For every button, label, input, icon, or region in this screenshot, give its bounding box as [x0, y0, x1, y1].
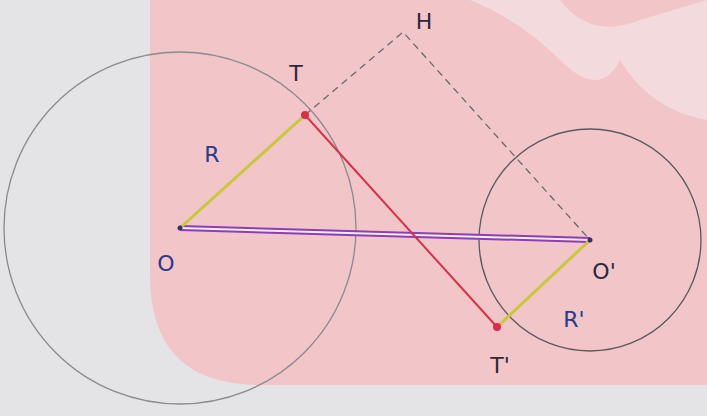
pink-background: [150, 0, 707, 385]
point-o-prime: [588, 238, 593, 243]
point-t-prime: [493, 323, 501, 331]
center-segment: [180, 228, 590, 240]
point-label: T: [289, 63, 302, 85]
point-t: [301, 111, 309, 119]
watermark-shape: [470, 0, 707, 120]
center-segment-inner: [180, 228, 590, 240]
radius-r: [180, 115, 305, 228]
point-label: R: [204, 144, 219, 166]
point-label: O: [157, 253, 174, 275]
dashed-construction: [305, 32, 590, 240]
circle-o: [4, 52, 356, 404]
point-label: O': [592, 261, 615, 283]
point-label: R': [563, 309, 584, 331]
point-label: H: [416, 11, 433, 33]
point-label: T': [490, 355, 510, 377]
point-o: [178, 226, 183, 231]
tangent-segment: [305, 115, 497, 327]
